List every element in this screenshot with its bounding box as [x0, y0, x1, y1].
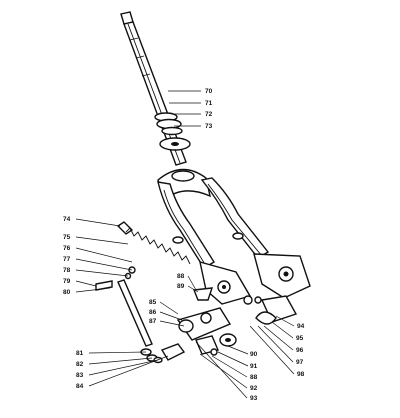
label-83: 83: [76, 372, 84, 379]
label-95: 95: [296, 335, 304, 342]
label-78: 78: [63, 267, 71, 274]
label-98: 98: [297, 371, 305, 378]
swing-link: [176, 307, 232, 356]
label-75: 75: [63, 234, 71, 241]
label-71: 71: [205, 100, 213, 107]
label-74: 74: [63, 216, 71, 223]
label-91: 91: [250, 363, 258, 370]
label-96: 96: [296, 347, 304, 354]
label-70: 70: [205, 88, 213, 95]
headset-washers: [154, 112, 191, 151]
label-77: 77: [63, 256, 71, 263]
left-dropout: [199, 261, 252, 305]
right-dropout: [253, 253, 311, 299]
cone-bushing: [193, 287, 214, 301]
lower-bracket: [243, 295, 298, 325]
label-85: 85: [149, 299, 157, 306]
label-84: 84: [76, 383, 84, 390]
label-97: 97: [296, 359, 304, 366]
damper-rod: [95, 266, 153, 347]
label-82: 82: [76, 361, 84, 368]
fork-right-leg: [200, 177, 270, 259]
label-93: 93: [250, 395, 258, 402]
label-88b: 88: [250, 374, 258, 381]
suspension-spring: [116, 221, 191, 265]
label-87: 87: [149, 318, 157, 325]
label-94: 94: [297, 323, 305, 330]
rod-washers: [140, 343, 186, 364]
label-80: 80: [63, 289, 71, 296]
label-76: 76: [63, 245, 71, 252]
label-88: 88: [177, 273, 185, 280]
label-90: 90: [250, 351, 258, 358]
fork-left-leg: [157, 181, 215, 269]
label-72: 72: [205, 111, 213, 118]
leader-lines: [75, 90, 295, 399]
callout-labels: 70 71 72 73 74 75 76 77 78 79 80 81 82 8…: [63, 88, 305, 402]
label-92: 92: [250, 385, 258, 392]
label-89: 89: [177, 283, 185, 290]
axle-nut: [219, 333, 237, 347]
label-73: 73: [205, 123, 213, 130]
label-79: 79: [63, 278, 71, 285]
label-81: 81: [76, 350, 84, 357]
label-86: 86: [149, 309, 157, 316]
